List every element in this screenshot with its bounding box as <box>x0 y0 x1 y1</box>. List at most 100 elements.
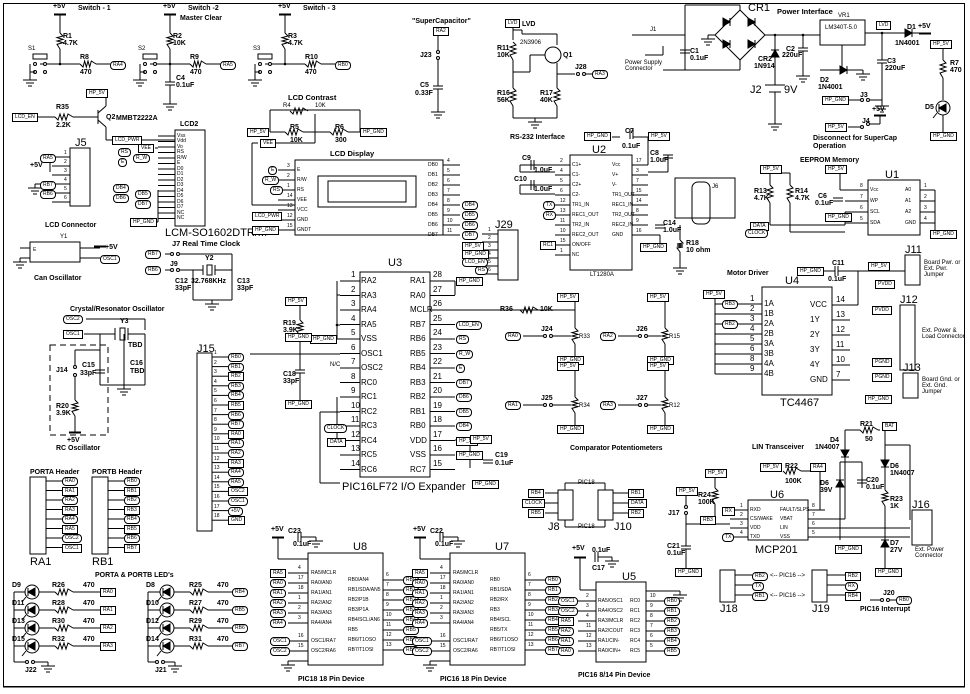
jumper-pin-icon[interactable] <box>638 403 642 407</box>
net-label: HP_GND <box>252 226 279 235</box>
net-label: PVDD <box>872 306 892 315</box>
pin-number: 11 <box>836 340 845 349</box>
jumper-pin-icon[interactable] <box>880 598 884 602</box>
pin-number: 18 <box>214 513 220 520</box>
u1-eeprom-body <box>867 179 921 236</box>
pin-label: VBAT <box>780 516 793 522</box>
net-label: RS <box>118 148 131 157</box>
resistor-icon <box>508 41 518 61</box>
pin-label: OSC2 <box>361 363 383 372</box>
pin-label: E <box>297 167 301 173</box>
net-label: RA2 <box>433 27 449 36</box>
part-ref: R27 <box>189 600 202 607</box>
section-title: Comparator Potentiometers <box>570 445 663 452</box>
net-label: LCD_PWR <box>252 212 283 221</box>
jumper-pin-icon[interactable] <box>73 365 77 369</box>
jumper-pin-icon[interactable] <box>31 660 35 664</box>
jumper-pin-icon[interactable] <box>860 98 864 102</box>
jumper-pin-icon[interactable] <box>268 70 272 74</box>
net-label: HP_5V <box>647 362 669 371</box>
net-label: E <box>456 364 466 373</box>
jumper-pin-icon[interactable] <box>644 334 648 338</box>
jumper-pin-icon[interactable] <box>436 50 440 54</box>
pin-label: D3 <box>177 182 184 188</box>
jumper-pin-icon[interactable] <box>886 598 890 602</box>
part-value: 0.1uF <box>622 143 641 150</box>
pin-label: C2- <box>572 192 581 198</box>
part-ref: C5 <box>420 82 429 89</box>
jumper-pin-icon[interactable] <box>866 122 870 126</box>
part-ref: U6 <box>770 489 785 501</box>
net-label: RB0 <box>664 597 680 606</box>
jumper-pin-icon[interactable] <box>33 62 37 66</box>
net-label: RB7 <box>228 420 244 430</box>
jumper-pin-icon[interactable] <box>176 268 180 272</box>
net-label: RB0 <box>335 61 351 70</box>
jumper-pin-icon[interactable] <box>176 252 180 256</box>
jumper-pin-icon[interactable] <box>543 403 547 407</box>
resistor-icon <box>859 425 879 435</box>
jumper-pin-icon[interactable] <box>543 334 547 338</box>
part-ref: R10 <box>305 54 318 61</box>
jumper-pin-icon[interactable] <box>866 98 870 102</box>
pin-label: VSS <box>780 534 791 540</box>
part-value: 33pF <box>80 370 97 377</box>
pic18-note: PIC18 <box>578 524 595 530</box>
jumper-pin-icon[interactable] <box>25 660 29 664</box>
jumper-pin-icon[interactable] <box>73 373 77 377</box>
pin-label: RA4/AN4 <box>311 620 332 626</box>
pin-label: GND <box>905 220 917 226</box>
jumper-pin-icon[interactable] <box>170 268 174 272</box>
jumper-pin-icon[interactable] <box>155 660 159 664</box>
pin-number: 6 <box>488 267 491 273</box>
pin-number: 6 <box>214 398 217 404</box>
pin-label: DB7 <box>428 232 438 238</box>
section-title: LCD Display <box>330 149 375 158</box>
pin-number: 7 <box>214 407 217 414</box>
part-value: 4.7K <box>754 195 769 202</box>
connector-desc: Board Gnd. or Ext. Gnd. Jumper <box>922 377 960 395</box>
pin-number: 5 <box>860 216 863 222</box>
pin-number: 15 <box>214 484 220 491</box>
j12-connector <box>899 304 916 371</box>
jumper-pin-icon[interactable] <box>43 70 47 74</box>
part-value: 10K <box>540 306 553 313</box>
part-ref: VR1 <box>838 13 850 19</box>
jumper-pin-icon[interactable] <box>549 334 553 338</box>
net-label: E <box>268 166 278 175</box>
net-label: RB2 <box>752 572 768 581</box>
pin-number: 4 <box>298 565 301 571</box>
pin-label: TR2_OUT <box>612 212 635 218</box>
part-ref: D6 <box>890 463 899 470</box>
jumper-pin-icon[interactable] <box>143 62 147 66</box>
pin-number: 8 <box>386 592 389 598</box>
jumper-pin-icon[interactable] <box>684 505 688 509</box>
net-label: OSC1 <box>412 637 432 646</box>
jumper-pin-icon[interactable] <box>638 334 642 338</box>
jumper-pin-icon[interactable] <box>582 72 586 76</box>
crystal-icon <box>119 327 126 341</box>
pin-label: D5 <box>177 193 184 199</box>
part-ref: LCD2 <box>180 121 199 128</box>
jumper-pin-icon[interactable] <box>644 403 648 407</box>
jumper-pin-icon[interactable] <box>170 252 174 256</box>
pin-label: R/W <box>297 177 307 183</box>
jumper-pin-icon[interactable] <box>268 62 272 66</box>
jumper-pin-icon[interactable] <box>258 62 262 66</box>
section-title: PIC18 18 Pin Device <box>298 676 365 683</box>
jumper-pin-icon[interactable] <box>549 403 553 407</box>
jumper-pin-icon[interactable] <box>684 511 688 515</box>
led-icon <box>161 641 171 651</box>
jumper-pin-icon[interactable] <box>860 125 864 129</box>
jumper-pin-icon[interactable] <box>576 72 580 76</box>
jumper-pin-icon[interactable] <box>43 62 47 66</box>
net-label: R_W <box>133 154 151 163</box>
jumper-pin-icon[interactable] <box>153 70 157 74</box>
jumper-pin-icon[interactable] <box>161 660 165 664</box>
part-value: TBD <box>128 342 143 349</box>
jumper-pin-icon[interactable] <box>153 62 157 66</box>
jumper-pin-icon[interactable] <box>436 56 440 60</box>
pin-label: OSC1 <box>361 348 383 358</box>
pin-number: 3 <box>287 163 290 169</box>
pin-label: 1A <box>764 299 774 308</box>
